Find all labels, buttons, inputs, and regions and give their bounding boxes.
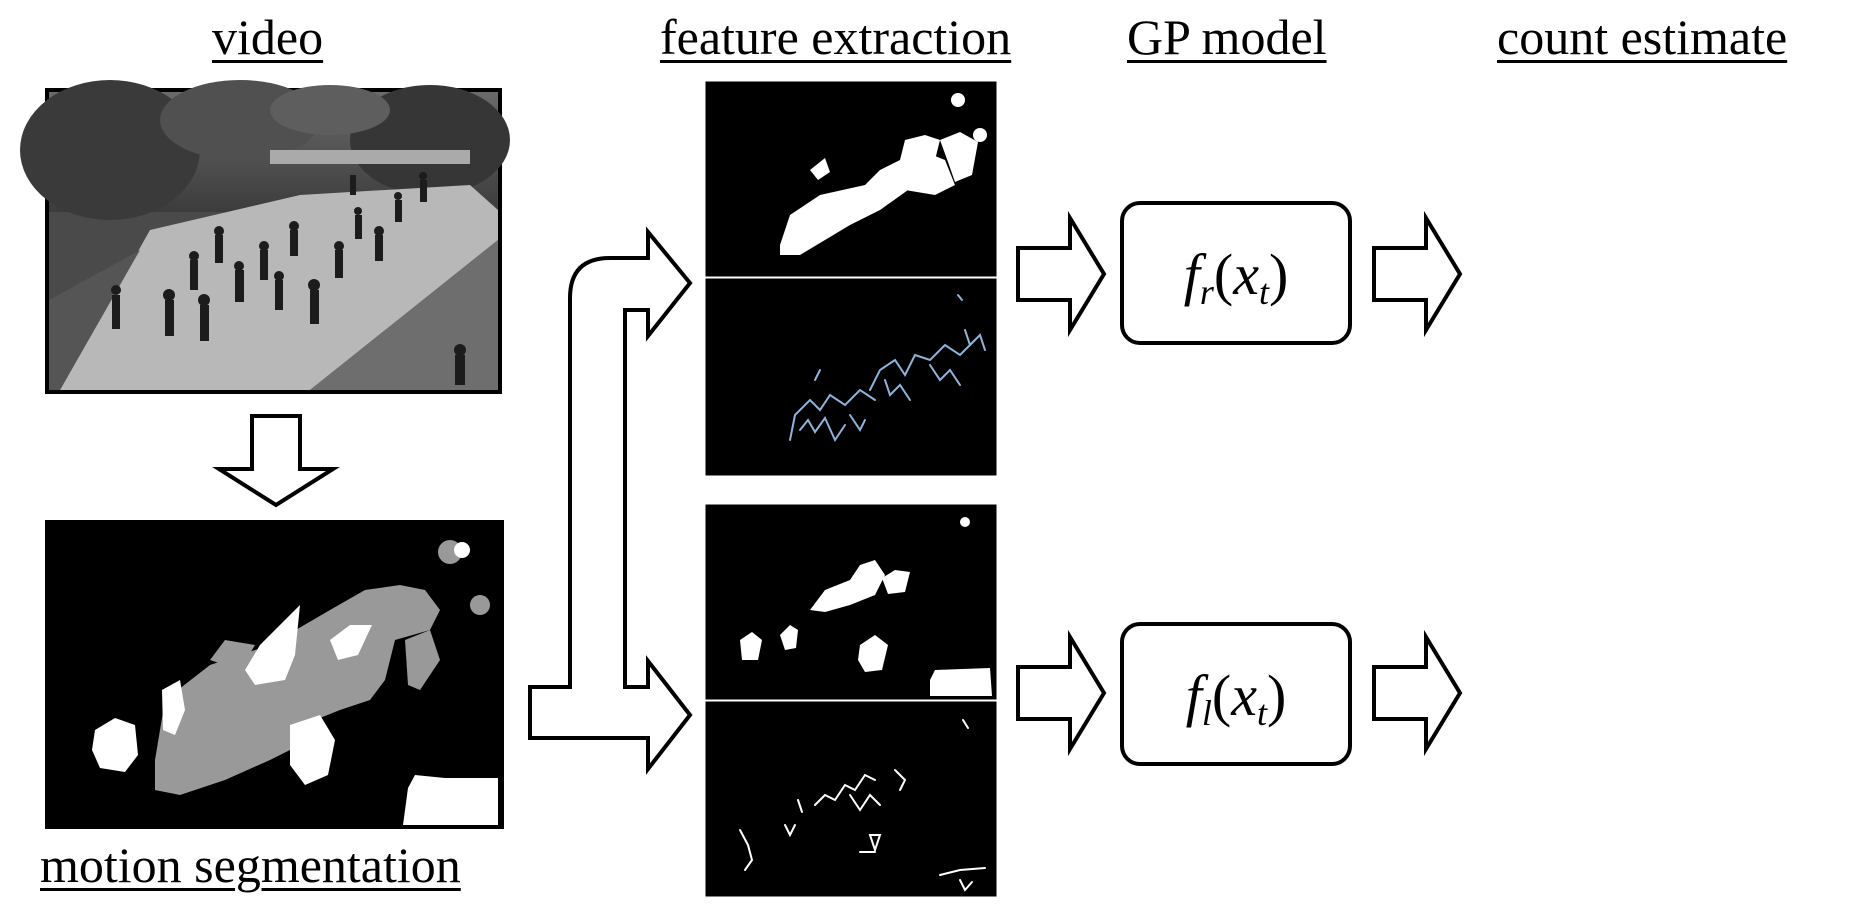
video-frame [20,80,510,394]
gp-right-arg: x [1232,242,1259,307]
arrow-right-icon [1016,629,1107,757]
heading-count-estimate: count estimate [1497,9,1788,65]
motion-segmentation-panel [45,520,504,829]
heading-feature-extraction: feature extraction [660,9,1012,65]
heading-gp-model: GP model [1127,9,1327,65]
feature-panel-left-edges [705,701,997,897]
gp-left-arg: x [1230,663,1257,728]
heading-motion-segmentation: motion segmentation [40,837,461,893]
arrow-right-icon [1372,629,1463,757]
gp-model-right: fr(xt) [1120,201,1352,345]
feature-panel-left-segment [705,504,997,700]
panel-divider [707,277,995,279]
arrow-right-icon [1372,210,1463,338]
gp-left-sub: l [1202,693,1212,733]
heading-video: video [212,9,324,65]
branch-arrow [528,226,693,775]
feature-panel-right-segment [705,81,997,277]
svg-text:fr(xt): fr(xt) [1184,242,1289,312]
panel-divider [707,700,995,702]
arrow-right-icon [1016,210,1107,338]
gp-model-left: fl(xt) [1120,622,1352,766]
feature-panel-right-edges [705,278,997,476]
gp-right-arg-sub: t [1259,272,1270,312]
gp-right-sub: r [1200,272,1215,312]
gp-left-arg-sub: t [1257,693,1268,733]
arrow-down-icon [212,414,340,508]
svg-text:fl(xt): fl(xt) [1186,663,1287,733]
